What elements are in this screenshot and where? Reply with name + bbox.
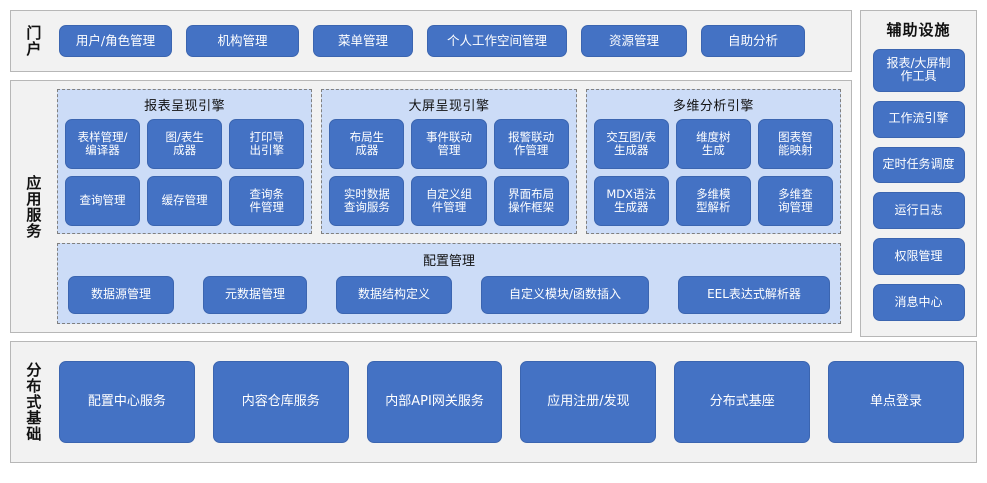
portal-item-personal-workspace-management[interactable]: 个人工作空间管理 xyxy=(427,25,567,57)
engine-item-query-management[interactable]: 查询管理 xyxy=(65,176,141,226)
distributed-foundation-panel: 分布式基础 配置中心服务 内容仓库服务 内部API网关服务 应用注册/发现 分布… xyxy=(10,341,977,463)
distributed-item-single-sign-on[interactable]: 单点登录 xyxy=(828,361,964,443)
dashboard-rendering-engine-group: 大屏呈现引擎 布局生 成器 事件联动 管理 报警联动 作管理 实时数据 查询服务… xyxy=(321,89,577,234)
engine-item-ui-layout-operation-framework[interactable]: 界面布局 操作框架 xyxy=(493,176,569,226)
report-rendering-engine-title: 报表呈现引擎 xyxy=(144,99,226,114)
engine-item-print-export-engine[interactable]: 打印导 出引擎 xyxy=(229,119,305,169)
config-item-data-structure-definition[interactable]: 数据结构定义 xyxy=(336,276,452,314)
aux-item-runtime-log[interactable]: 运行日志 xyxy=(872,192,965,230)
distributed-foundation-items: 配置中心服务 内容仓库服务 内部API网关服务 应用注册/发现 分布式基座 单点… xyxy=(55,342,976,462)
aux-item-permission-management[interactable]: 权限管理 xyxy=(872,238,965,276)
engines-row: 报表呈现引擎 表样管理/ 编译器 图/表生 成器 打印导 出引擎 查询管理 缓存… xyxy=(57,89,841,234)
configuration-management-group: 配置管理 数据源管理 元数据管理 数据结构定义 自定义模块/函数插入 EEL表达… xyxy=(57,243,841,324)
distributed-item-app-registration-discovery[interactable]: 应用注册/发现 xyxy=(520,361,657,443)
distributed-item-content-repository-service[interactable]: 内容仓库服务 xyxy=(212,361,349,443)
engine-item-dimension-tree-generation[interactable]: 维度树 生成 xyxy=(675,119,751,169)
engine-item-chart-table-generator[interactable]: 图/表生 成器 xyxy=(147,119,223,169)
config-item-custom-module-function-insert[interactable]: 自定义模块/函数插入 xyxy=(481,276,649,314)
config-item-datasource-management[interactable]: 数据源管理 xyxy=(68,276,174,314)
configuration-management-title: 配置管理 xyxy=(422,254,475,269)
engine-item-template-management-compiler[interactable]: 表样管理/ 编译器 xyxy=(65,119,141,169)
aux-item-report-dashboard-authoring-tool[interactable]: 报表/大屏制 作工具 xyxy=(872,49,965,92)
distributed-foundation-section-label: 分布式基础 xyxy=(24,362,43,442)
portal-item-menu-management[interactable]: 菜单管理 xyxy=(313,25,413,57)
portal-item-resource-management[interactable]: 资源管理 xyxy=(581,25,687,57)
engine-item-cache-management[interactable]: 缓存管理 xyxy=(147,176,223,226)
aux-facilities-title: 辅助设施 xyxy=(886,21,951,39)
distributed-item-config-center-service[interactable]: 配置中心服务 xyxy=(59,361,195,443)
engine-item-realtime-data-query-service[interactable]: 实时数据 查询服务 xyxy=(329,176,405,226)
report-rendering-engine-group: 报表呈现引擎 表样管理/ 编译器 图/表生 成器 打印导 出引擎 查询管理 缓存… xyxy=(57,89,313,234)
config-item-metadata-management[interactable]: 元数据管理 xyxy=(203,276,307,314)
multidimensional-analysis-engine-items: 交互图/表 生成器 维度树 生成 图表智 能映射 MDX语法 生成器 多维模 型… xyxy=(593,119,833,226)
engine-item-chart-smart-mapping[interactable]: 图表智 能映射 xyxy=(757,119,833,169)
engine-item-alarm-linkage-action-management[interactable]: 报警联动 作管理 xyxy=(493,119,569,169)
portal-panel: 门户 用户/角色管理 机构管理 菜单管理 个人工作空间管理 资源管理 自助分析 xyxy=(10,10,852,72)
engine-item-multidim-query-management[interactable]: 多维查 询管理 xyxy=(757,176,833,226)
engine-item-interactive-chart-table-generator[interactable]: 交互图/表 生成器 xyxy=(593,119,669,169)
portal-items: 用户/角色管理 机构管理 菜单管理 个人工作空间管理 资源管理 自助分析 xyxy=(55,11,851,71)
portal-item-user-role-management[interactable]: 用户/角色管理 xyxy=(59,25,172,57)
dashboard-rendering-engine-title: 大屏呈现引擎 xyxy=(408,99,490,114)
config-item-eel-expression-parser[interactable]: EEL表达式解析器 xyxy=(678,276,830,314)
engine-item-query-condition-management[interactable]: 查询条 件管理 xyxy=(229,176,305,226)
dashboard-rendering-engine-items: 布局生 成器 事件联动 管理 报警联动 作管理 实时数据 查询服务 自定义组 件… xyxy=(329,119,569,226)
multidimensional-analysis-engine-group: 多维分析引擎 交互图/表 生成器 维度树 生成 图表智 能映射 MDX语法 生成… xyxy=(585,89,841,234)
application-services-body: 报表呈现引擎 表样管理/ 编译器 图/表生 成器 打印导 出引擎 查询管理 缓存… xyxy=(55,81,851,332)
engine-item-mdx-syntax-generator[interactable]: MDX语法 生成器 xyxy=(593,176,669,226)
aux-item-message-center[interactable]: 消息中心 xyxy=(872,284,965,322)
engine-item-layout-generator[interactable]: 布局生 成器 xyxy=(329,119,405,169)
distributed-item-internal-api-gateway-service[interactable]: 内部API网关服务 xyxy=(366,361,503,443)
application-services-panel: 应用服务 报表呈现引擎 表样管理/ 编译器 图/表生 成器 打印导 出引擎 查询… xyxy=(10,80,852,333)
portal-item-self-service-analysis[interactable]: 自助分析 xyxy=(701,25,805,57)
engine-item-event-linkage-management[interactable]: 事件联动 管理 xyxy=(411,119,487,169)
aux-facilities-panel: 辅助设施 报表/大屏制 作工具 工作流引擎 定时任务调度 运行日志 权限管理 消… xyxy=(860,10,977,337)
configuration-management-items: 数据源管理 元数据管理 数据结构定义 自定义模块/函数插入 EEL表达式解析器 xyxy=(68,276,830,314)
aux-item-workflow-engine[interactable]: 工作流引擎 xyxy=(872,100,965,138)
engine-item-custom-component-management[interactable]: 自定义组 件管理 xyxy=(411,176,487,226)
report-rendering-engine-items: 表样管理/ 编译器 图/表生 成器 打印导 出引擎 查询管理 缓存管理 查询条 … xyxy=(65,119,305,226)
engine-item-multidim-model-parsing[interactable]: 多维模 型解析 xyxy=(675,176,751,226)
aux-item-scheduled-task-scheduler[interactable]: 定时任务调度 xyxy=(872,146,965,184)
portal-row: 门户 用户/角色管理 机构管理 菜单管理 个人工作空间管理 资源管理 自助分析 xyxy=(10,10,977,72)
portal-item-org-management[interactable]: 机构管理 xyxy=(186,25,299,57)
distributed-item-distributed-foundation[interactable]: 分布式基座 xyxy=(674,361,811,443)
application-services-section-label: 应用服务 xyxy=(24,174,43,239)
multidimensional-analysis-engine-title: 多维分析引擎 xyxy=(672,99,754,114)
portal-section-label: 门户 xyxy=(24,25,43,57)
